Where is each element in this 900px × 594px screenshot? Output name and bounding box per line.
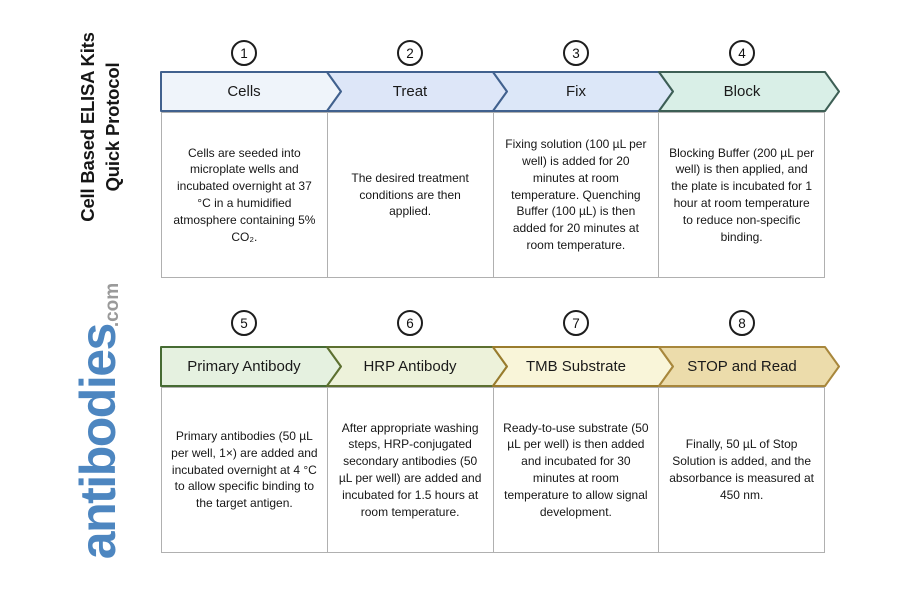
step-number-2: 2 — [406, 45, 414, 61]
step-number-badge-8: 8 — [729, 310, 755, 336]
protocol-steps-area: 1 2 3 4 Cells Treat Fix Block Cells are … — [160, 0, 861, 594]
brand-logo: antibodies.com — [63, 256, 133, 586]
step-number-7: 7 — [572, 315, 580, 331]
step-number-badge-5: 5 — [231, 310, 257, 336]
page-title-line2: Quick Protocol — [102, 62, 123, 192]
step-description-3: Fixing solution (100 µL per well) is add… — [505, 137, 647, 252]
step-descriptions-row-1: Cells are seeded into microplate wells a… — [161, 112, 825, 278]
step-number-4: 4 — [738, 45, 746, 61]
step-description-box-6: After appropriate washing steps, HRP-con… — [327, 387, 494, 553]
step-number-badge-6: 6 — [397, 310, 423, 336]
step-description-box-4: Blocking Buffer (200 µL per well) is the… — [659, 112, 825, 278]
step-description-1: Cells are seeded into microplate wells a… — [173, 145, 316, 244]
step-number-badge-1: 1 — [231, 40, 257, 66]
step-description-2: The desired treatment conditions are the… — [351, 170, 469, 219]
step-label-treat: Treat — [392, 83, 428, 100]
step-description-7: Ready-to-use substrate (50 µL per well) … — [503, 420, 649, 519]
step-description-6: After appropriate washing steps, HRP-con… — [338, 420, 482, 519]
step-label-block: Block — [723, 83, 761, 100]
step-label-fix: Fix — [566, 83, 586, 100]
step-number-1: 1 — [240, 45, 248, 61]
step-number-badge-3: 3 — [563, 40, 589, 66]
step-description-8: Finally, 50 µL of Stop Solution is added… — [669, 437, 814, 502]
step-number-badge-4: 4 — [729, 40, 755, 66]
step-label-hrp-antibody: HRP Antibody — [363, 358, 457, 375]
step-descriptions-row-2: Primary antibodies (50 µL per well, 1×) … — [161, 387, 825, 553]
step-description-box-8: Finally, 50 µL of Stop Solution is added… — [659, 387, 825, 553]
step-number-3: 3 — [572, 45, 580, 61]
step-description-box-5: Primary antibodies (50 µL per well, 1×) … — [161, 387, 328, 553]
step-banner-arrow-4 — [658, 71, 840, 112]
step-description-box-7: Ready-to-use substrate (50 µL per well) … — [493, 387, 660, 553]
step-label-cells: Cells — [227, 83, 261, 100]
step-description-box-1: Cells are seeded into microplate wells a… — [161, 112, 328, 278]
step-number-5: 5 — [240, 315, 248, 331]
brand-logo-suffix: .com — [102, 282, 123, 328]
step-description-box-3: Fixing solution (100 µL per well) is add… — [493, 112, 660, 278]
step-description-4: Blocking Buffer (200 µL per well) is the… — [669, 145, 815, 244]
brand-logo-text: antibodies — [70, 324, 126, 560]
step-banner-arrow-8 — [658, 346, 840, 387]
step-label-stop-and-read: STOP and Read — [687, 358, 797, 375]
step-label-primary-antibody: Primary Antibody — [187, 358, 301, 375]
page-title-line1: Cell Based ELISA Kits — [77, 32, 98, 222]
step-number-badge-2: 2 — [397, 40, 423, 66]
step-number-6: 6 — [406, 315, 414, 331]
vertical-page-title: Cell Based ELISA Kits Quick Protocol — [75, 7, 127, 247]
step-number-badge-7: 7 — [563, 310, 589, 336]
step-label-tmb-substrate: TMB Substrate — [525, 358, 627, 375]
step-description-5: Primary antibodies (50 µL per well, 1×) … — [171, 429, 318, 511]
step-number-8: 8 — [738, 315, 746, 331]
step-description-box-2: The desired treatment conditions are the… — [327, 112, 494, 278]
